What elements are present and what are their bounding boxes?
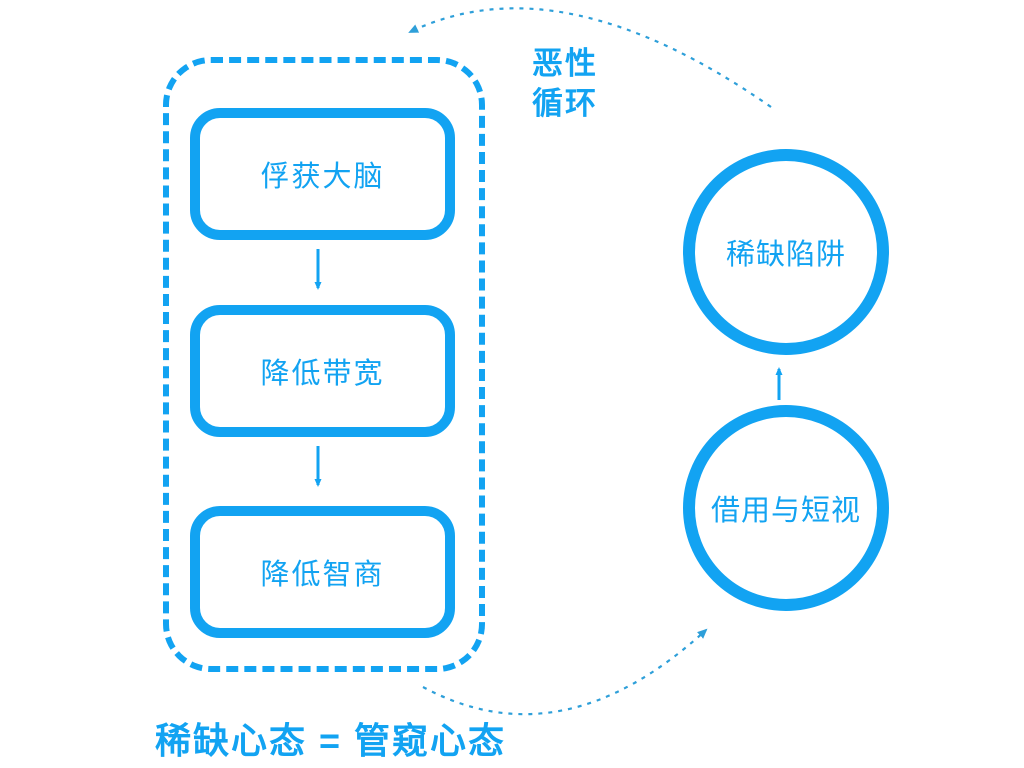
circle-borrowing-shortsighted: 借用与短视 xyxy=(683,405,889,611)
box-reduce-iq-label: 降低智商 xyxy=(260,559,385,591)
circle-borrowing-shortsighted-label: 借用与短视 xyxy=(710,495,861,527)
box-reduce-iq: 降低智商 xyxy=(190,506,455,638)
caption-scarcity-mindset: 稀缺心态 = 管窥心态 xyxy=(155,720,507,761)
circle-scarcity-trap-label: 稀缺陷阱 xyxy=(725,239,846,271)
circle-scarcity-trap: 稀缺陷阱 xyxy=(683,149,889,355)
vicious-cycle-label-line1: 恶性 xyxy=(532,46,598,81)
box-capture-brain: 俘获大脑 xyxy=(190,108,455,240)
box-capture-brain-label: 俘获大脑 xyxy=(260,161,385,193)
box-reduce-bandwidth: 降低带宽 xyxy=(190,305,455,437)
vicious-cycle-label-line2: 循环 xyxy=(532,86,598,121)
dashed-group-container xyxy=(163,57,485,672)
vicious-cycle-label: 恶性 循环 xyxy=(532,44,598,124)
box-reduce-bandwidth-label: 降低带宽 xyxy=(260,358,385,390)
